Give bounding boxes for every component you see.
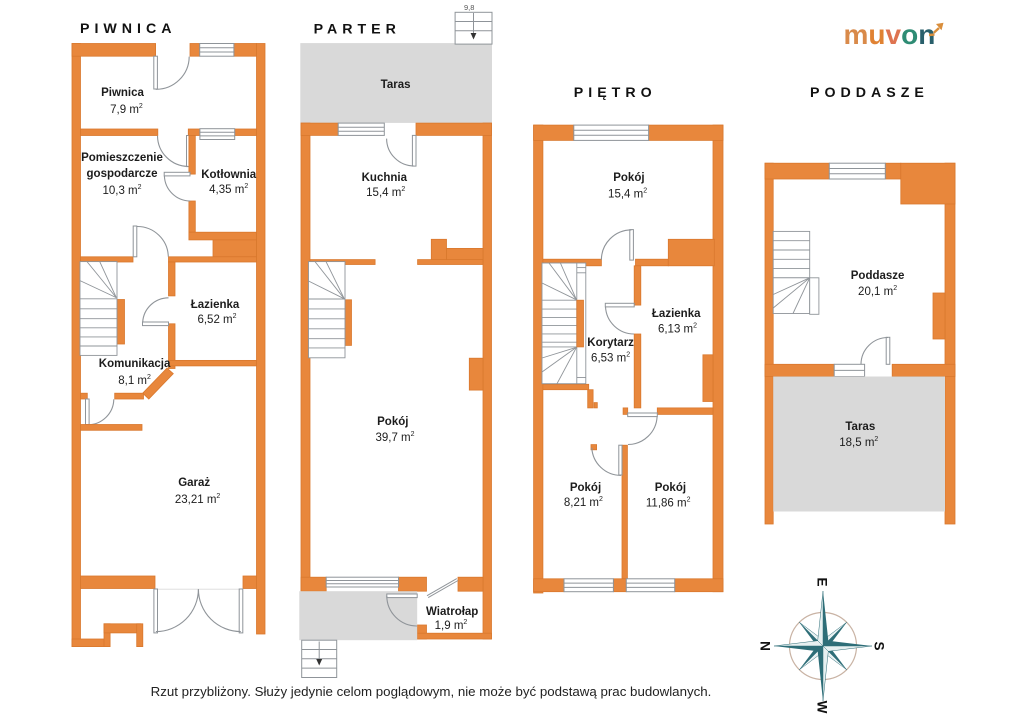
svg-text:PARTER: PARTER — [314, 22, 401, 38]
svg-text:N: N — [758, 641, 773, 651]
svg-text:Poddasze: Poddasze — [851, 270, 905, 282]
svg-text:8,1 m2: 8,1 m2 — [118, 374, 151, 387]
svg-text:Taras: Taras — [845, 421, 875, 433]
svg-text:6,52 m2: 6,52 m2 — [197, 313, 236, 326]
svg-text:18,5 m2: 18,5 m2 — [839, 436, 878, 449]
svg-text:muvon: muvon — [844, 19, 936, 50]
svg-text:E: E — [815, 577, 830, 586]
svg-text:Łazienka: Łazienka — [191, 299, 240, 311]
svg-text:10,3 m2: 10,3 m2 — [102, 184, 141, 197]
svg-text:Łazienka: Łazienka — [652, 308, 701, 320]
svg-text:Korytarz: Korytarz — [587, 337, 634, 349]
svg-text:Pomieszczenie: Pomieszczenie — [81, 152, 163, 164]
svg-text:11,86 m2: 11,86 m2 — [646, 497, 691, 510]
svg-text:6,53 m2: 6,53 m2 — [591, 352, 630, 365]
svg-text:39,7 m2: 39,7 m2 — [375, 431, 414, 444]
svg-text:Pokój: Pokój — [377, 416, 408, 428]
svg-text:6,13 m2: 6,13 m2 — [658, 323, 697, 336]
svg-text:Piwnica: Piwnica — [101, 87, 144, 99]
svg-text:23,21 m2: 23,21 m2 — [175, 493, 221, 506]
svg-text:Kuchnia: Kuchnia — [362, 172, 408, 184]
svg-text:4,35 m2: 4,35 m2 — [209, 183, 248, 196]
svg-text:Garaż: Garaż — [178, 477, 210, 489]
svg-text:8,21 m2: 8,21 m2 — [564, 496, 603, 509]
svg-text:gospodarcze: gospodarcze — [87, 168, 158, 180]
svg-text:1,9 m2: 1,9 m2 — [435, 619, 468, 632]
svg-text:Pokój: Pokój — [655, 482, 686, 494]
svg-text:Wiatrołap: Wiatrołap — [426, 606, 478, 618]
svg-text:15,4 m2: 15,4 m2 — [608, 188, 647, 201]
svg-text:PIWNICA: PIWNICA — [80, 21, 176, 37]
svg-text:Kotłownia: Kotłownia — [201, 169, 257, 181]
svg-text:W: W — [815, 701, 830, 714]
svg-text:Komunikacja: Komunikacja — [99, 358, 171, 370]
svg-text:Taras: Taras — [381, 79, 411, 91]
svg-text:Pokój: Pokój — [570, 482, 601, 494]
svg-text:7,9 m2: 7,9 m2 — [110, 103, 143, 116]
svg-text:Pokój: Pokój — [613, 172, 644, 184]
svg-text:20,1 m2: 20,1 m2 — [858, 285, 897, 298]
svg-text:Rzut przybliżony. Służy jedyni: Rzut przybliżony. Służy jedynie celom po… — [151, 684, 712, 699]
svg-text:9,8: 9,8 — [464, 3, 474, 12]
svg-text:PIĘTRO: PIĘTRO — [574, 85, 657, 101]
svg-text:PODDASZE: PODDASZE — [810, 85, 929, 101]
svg-text:15,4 m2: 15,4 m2 — [366, 186, 405, 199]
svg-text:S: S — [872, 641, 887, 650]
